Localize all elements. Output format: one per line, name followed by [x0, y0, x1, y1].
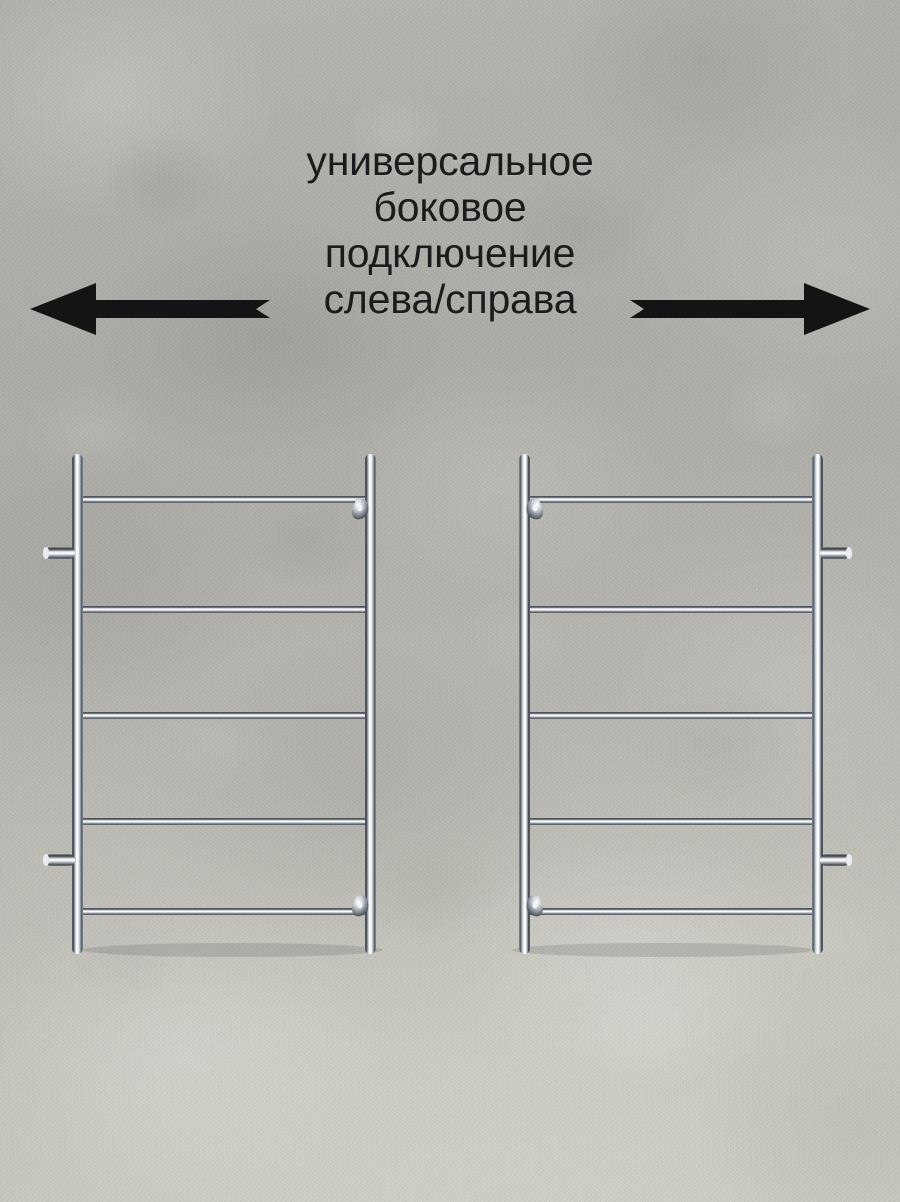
- fitting-bottom-left: [526, 895, 543, 917]
- arrow-left-icon: [30, 281, 270, 337]
- rail-4: [524, 818, 818, 825]
- rail-4: [77, 818, 371, 825]
- wall-brackets: [42, 547, 75, 866]
- wall-bracket-top: [42, 547, 75, 559]
- fitting-bottom-right: [352, 895, 369, 917]
- connection-fittings: [526, 498, 543, 917]
- wall-bracket-bottom: [42, 854, 75, 866]
- page-title: универсальное боковое подключение слева/…: [306, 138, 594, 322]
- rail-2: [524, 606, 818, 613]
- rail-3: [524, 712, 818, 719]
- rail-5: [524, 908, 818, 915]
- fitting-top-right: [352, 498, 369, 520]
- horizontal-rails: [524, 496, 818, 915]
- towel-rail-right: [500, 450, 853, 960]
- vertical-posts: [519, 454, 823, 954]
- rail-2: [77, 606, 371, 613]
- post-left: [519, 454, 530, 954]
- connection-fittings: [352, 498, 369, 917]
- horizontal-rails: [77, 496, 371, 915]
- wall-brackets: [820, 547, 853, 866]
- vertical-posts: [72, 454, 376, 954]
- post-right: [812, 454, 823, 954]
- rail-1: [524, 496, 818, 503]
- post-right: [365, 454, 376, 954]
- wall-bracket-top: [820, 547, 853, 559]
- direction-arrow-band: [0, 281, 900, 337]
- rail-3: [77, 712, 371, 719]
- rail-5: [77, 908, 371, 915]
- fitting-top-left: [526, 498, 543, 520]
- unit-shadow: [512, 943, 812, 957]
- wall-bracket-bottom: [820, 854, 853, 866]
- arrow-right-icon: [630, 281, 870, 337]
- towel-rail-left: [42, 450, 395, 960]
- unit-shadow: [83, 943, 383, 957]
- post-left: [72, 454, 83, 954]
- rail-1: [77, 496, 371, 503]
